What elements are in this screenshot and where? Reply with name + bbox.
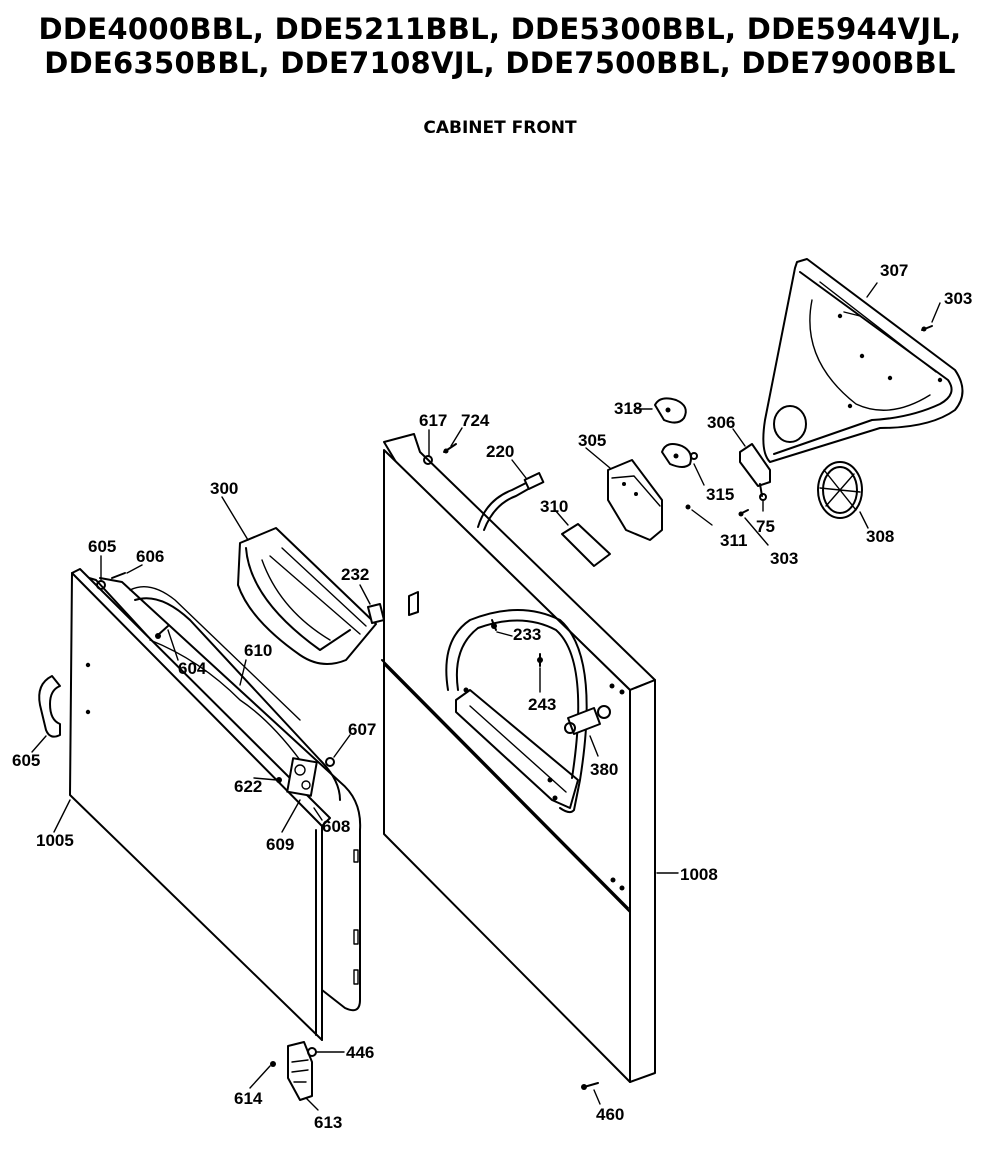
part-label-607: 607	[348, 720, 376, 739]
part-label-232: 232	[341, 565, 369, 584]
part-label-300: 300	[210, 479, 238, 498]
screw-605-icon	[96, 580, 106, 590]
part-label-617: 617	[419, 411, 447, 430]
screw-604-icon	[157, 625, 169, 636]
part-label-307: 307	[880, 261, 908, 280]
part-label-609: 609	[266, 835, 294, 854]
part-label-1008: 1008	[680, 865, 718, 884]
part-label-1005: 1005	[36, 831, 74, 850]
part-label-610: 610	[244, 641, 272, 660]
part-label-315: 315	[706, 485, 734, 504]
clip-232-icon	[367, 603, 385, 624]
leader-lines	[31, 282, 941, 1111]
screw-311-icon	[685, 504, 691, 510]
part-label-243: 243	[528, 695, 556, 714]
thermostat-318	[654, 397, 687, 424]
part-label-604: 604	[178, 659, 207, 678]
part-label-303: 303	[944, 289, 972, 308]
screw-606-icon	[111, 572, 126, 579]
dryer-door-assembly	[69, 568, 362, 1041]
part-label-460: 460	[596, 1105, 624, 1124]
part-label-605: 605	[12, 751, 40, 770]
part-label-308: 308	[866, 527, 894, 546]
part-label-608: 608	[322, 817, 350, 836]
part-label-622: 622	[234, 777, 262, 796]
part-label-75: 75	[756, 517, 775, 536]
wire-harness-220	[477, 472, 545, 531]
bracket-305	[607, 459, 663, 541]
screw-617-icon	[423, 455, 433, 465]
part-label-606: 606	[136, 547, 164, 566]
screw-303a-icon	[921, 325, 933, 332]
section-title: CABINET FRONT	[423, 118, 577, 138]
door-switch-380	[564, 705, 611, 735]
part-label-724: 724	[461, 411, 490, 430]
lint-duct-300	[237, 527, 377, 665]
screw-607-icon	[325, 757, 335, 767]
part-label-380: 380	[590, 760, 618, 779]
part-label-220: 220	[486, 442, 514, 461]
part-label-614: 614	[234, 1089, 263, 1108]
part-label-311: 311	[720, 531, 747, 550]
door-handle-part	[38, 675, 61, 738]
part-label-233: 233	[513, 625, 541, 644]
part-label-318: 318	[614, 399, 642, 418]
screw-460-icon	[581, 1082, 599, 1090]
part-label-605: 605	[88, 537, 116, 556]
part-label-306: 306	[707, 413, 735, 432]
thermostat-315	[661, 443, 698, 468]
bracket-306	[739, 443, 771, 501]
lower-hinge-part	[270, 1041, 317, 1101]
part-label-303: 303	[770, 549, 798, 568]
door-catch-part	[276, 757, 318, 797]
plate-310	[561, 523, 611, 567]
model-list-line-1: DDE4000BBL, DDE5211BBL, DDE5300BBL, DDE5…	[38, 12, 962, 46]
part-label-310: 310	[540, 497, 568, 516]
part-label-305: 305	[578, 431, 606, 450]
part-number-labels: 307 303 318 306 305 315 75 311 303 308 3…	[12, 261, 972, 1132]
part-label-446: 446	[346, 1043, 374, 1062]
part-label-613: 613	[314, 1113, 342, 1132]
model-list-line-2: DDE6350BBL, DDE7108VJL, DDE7500BBL, DDE7…	[44, 46, 956, 80]
front-bulkhead-307	[762, 258, 964, 463]
seal-ring-308	[817, 461, 863, 519]
cabinet-front-panel	[381, 433, 656, 1083]
